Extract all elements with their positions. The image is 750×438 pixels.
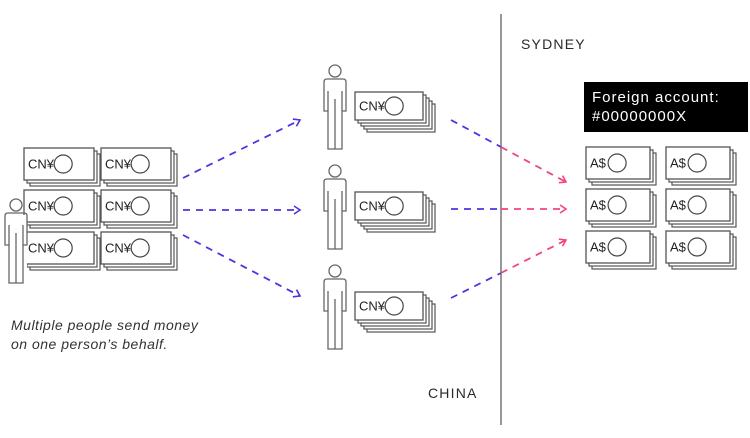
bill-front bbox=[665, 146, 731, 180]
intermediary-group: CN¥ CN¥ CN¥ bbox=[323, 64, 436, 350]
coin-icon bbox=[607, 153, 627, 173]
currency-label: CN¥ bbox=[105, 241, 132, 256]
destination-bill-stack: A$ bbox=[665, 230, 737, 270]
intermediary: CN¥ bbox=[323, 64, 436, 150]
intermediary-bill-stack: CN¥ bbox=[354, 191, 436, 233]
sender-person-figure bbox=[4, 198, 28, 284]
intermediary-person-icon bbox=[323, 64, 347, 150]
currency-label: A$ bbox=[590, 156, 607, 171]
bill-front bbox=[354, 91, 424, 121]
source-bill-stack: CN¥ bbox=[23, 189, 101, 229]
currency-label: A$ bbox=[590, 240, 607, 255]
coin-icon bbox=[607, 195, 627, 215]
coin-icon bbox=[384, 296, 404, 316]
foreign-account-title: Foreign account: bbox=[592, 89, 720, 106]
intermediary-person-icon bbox=[323, 264, 347, 350]
currency-label: A$ bbox=[670, 240, 687, 255]
coin-icon bbox=[687, 153, 707, 173]
currency-label: CN¥ bbox=[28, 199, 55, 214]
destination-bill-grid: A$ A$ A$ A$ A$ A$ bbox=[585, 146, 737, 270]
coin-icon bbox=[53, 238, 73, 258]
destination-bill-stack: A$ bbox=[585, 188, 657, 228]
bill-front bbox=[665, 230, 731, 264]
coin-icon bbox=[384, 96, 404, 116]
currency-label: A$ bbox=[670, 198, 687, 213]
arrow-segment-sydney-1 bbox=[500, 146, 568, 184]
coin-icon bbox=[687, 237, 707, 257]
arrow-segment-china-1 bbox=[450, 119, 502, 148]
intermediary: CN¥ bbox=[323, 264, 436, 350]
coin-icon bbox=[130, 196, 150, 216]
bill-front bbox=[354, 291, 424, 321]
foreign-account-box: Foreign account: #00000000X bbox=[584, 82, 748, 132]
coin-icon bbox=[130, 154, 150, 174]
bill-front bbox=[354, 191, 424, 221]
currency-label: CN¥ bbox=[28, 241, 55, 256]
bill-front bbox=[585, 188, 651, 222]
bill-front bbox=[585, 230, 651, 264]
source-bill-stack: CN¥ bbox=[23, 231, 101, 271]
source-bill-stack: CN¥ bbox=[100, 147, 178, 187]
arrows-to-intermediaries bbox=[182, 118, 302, 298]
intermediary: CN¥ bbox=[323, 164, 436, 250]
foreign-account-number: #00000000X bbox=[592, 108, 688, 125]
currency-label: CN¥ bbox=[359, 99, 386, 114]
diagram-caption: Multiple people send money on one person… bbox=[11, 316, 198, 354]
bill-front bbox=[585, 146, 651, 180]
coin-icon bbox=[53, 154, 73, 174]
bill-front bbox=[23, 147, 95, 181]
currency-label: CN¥ bbox=[359, 199, 386, 214]
destination-bill-stack: A$ bbox=[665, 188, 737, 228]
arrow-to-intermediary-1 bbox=[182, 118, 302, 179]
currency-label: CN¥ bbox=[105, 157, 132, 172]
currency-label: A$ bbox=[590, 198, 607, 213]
coin-icon bbox=[384, 196, 404, 216]
destination-bill-stack: A$ bbox=[585, 230, 657, 270]
currency-label: CN¥ bbox=[28, 157, 55, 172]
intermediary-person-icon bbox=[323, 164, 347, 250]
coin-icon bbox=[607, 237, 627, 257]
bill-front bbox=[100, 147, 172, 181]
origin-region-label: CHINA bbox=[428, 385, 478, 401]
destination-bill-stack: A$ bbox=[665, 146, 737, 186]
coin-icon bbox=[130, 238, 150, 258]
bill-front bbox=[100, 189, 172, 223]
coin-icon bbox=[53, 196, 73, 216]
arrow-segment-china-3 bbox=[450, 272, 502, 299]
intermediary-bill-stack: CN¥ bbox=[354, 91, 436, 133]
destination-region-label: SYDNEY bbox=[521, 36, 586, 52]
currency-label: CN¥ bbox=[359, 299, 386, 314]
arrows-to-foreign-account bbox=[450, 119, 568, 299]
arrow-to-intermediary-3 bbox=[182, 234, 302, 298]
caption-line-2: on one person’s behalf. bbox=[11, 336, 168, 352]
bill-front bbox=[100, 231, 172, 265]
coin-icon bbox=[687, 195, 707, 215]
bill-front bbox=[665, 188, 731, 222]
arrow-segment-sydney-3 bbox=[500, 238, 568, 274]
destination-bill-stack: A$ bbox=[585, 146, 657, 186]
source-bill-stack: CN¥ bbox=[100, 231, 178, 271]
currency-label: CN¥ bbox=[105, 199, 132, 214]
source-bill-grid: CN¥ CN¥ CN¥ CN¥ CN¥ CN¥ bbox=[23, 147, 178, 271]
caption-line-1: Multiple people send money bbox=[11, 317, 199, 333]
sender-person-icon bbox=[4, 198, 28, 287]
source-bill-stack: CN¥ bbox=[23, 147, 101, 187]
intermediary-bill-stack: CN¥ bbox=[354, 291, 436, 333]
bill-front bbox=[23, 189, 95, 223]
source-bill-stack: CN¥ bbox=[100, 189, 178, 229]
currency-label: A$ bbox=[670, 156, 687, 171]
